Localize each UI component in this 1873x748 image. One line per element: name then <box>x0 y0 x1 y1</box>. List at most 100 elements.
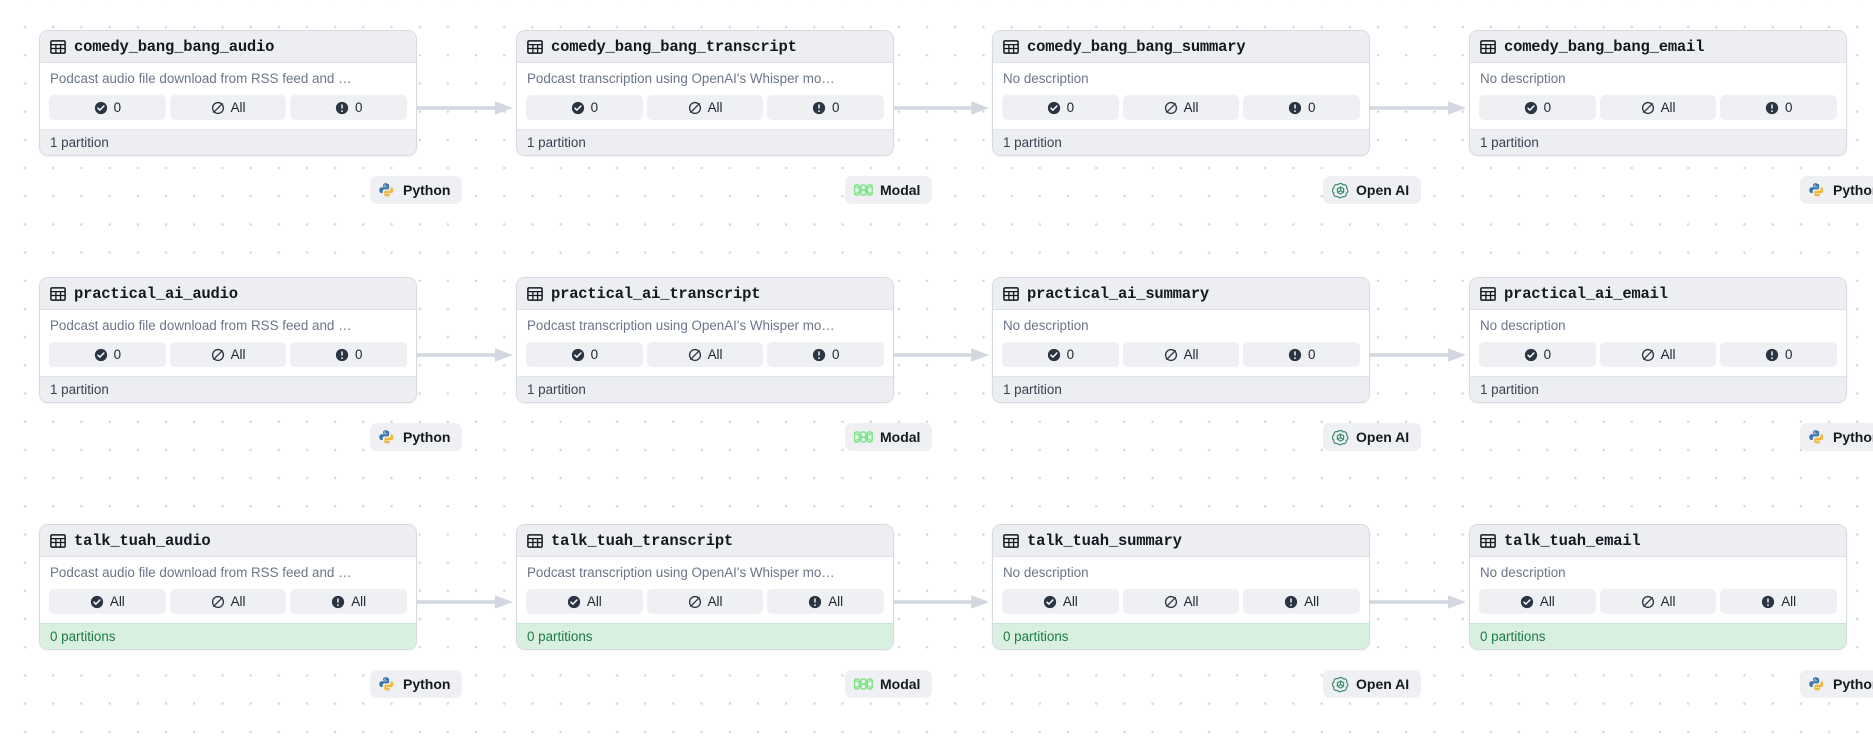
asset-partition-footer[interactable]: 1 partition <box>1470 129 1846 155</box>
compute-kind-badge-modal[interactable]: Modal <box>845 670 933 698</box>
status-pill-exclamation-circle[interactable]: All <box>1720 589 1838 614</box>
compute-kind-badge-openai[interactable]: Open AI <box>1323 176 1422 204</box>
status-pill-check-circle[interactable]: 0 <box>1002 95 1119 120</box>
asset-card-header[interactable]: talk_tuah_email <box>1470 525 1846 557</box>
asset-card-header[interactable]: practical_ai_email <box>1470 278 1846 310</box>
status-pill-slashed-circle[interactable]: All <box>646 342 764 367</box>
asset-card-header[interactable]: talk_tuah_audio <box>40 525 416 557</box>
status-pill-check-circle[interactable]: All <box>526 589 643 614</box>
compute-kind-badge-python[interactable]: Python <box>1800 670 1873 698</box>
asset-card-header[interactable]: comedy_bang_bang_audio <box>40 31 416 63</box>
status-pill-check-circle[interactable]: All <box>1002 589 1119 614</box>
status-pill-check-circle[interactable]: 0 <box>49 95 166 120</box>
asset-card-header[interactable]: practical_ai_transcript <box>517 278 893 310</box>
status-pill-check-circle[interactable]: 0 <box>49 342 166 367</box>
openai-icon <box>1332 182 1349 199</box>
status-pill-label: All <box>230 346 246 362</box>
asset-partition-footer[interactable]: 0 partitions <box>1470 623 1846 649</box>
status-pill-exclamation-circle[interactable]: 0 <box>290 342 408 367</box>
asset-partition-footer[interactable]: 1 partition <box>40 129 416 155</box>
status-pill-slashed-circle[interactable]: All <box>1599 589 1717 614</box>
check-circle-icon <box>1047 348 1061 362</box>
compute-kind-badge-python[interactable]: Python <box>370 670 463 698</box>
compute-kind-badge-modal[interactable]: Modal <box>845 176 933 204</box>
status-pill-check-circle[interactable]: All <box>1479 589 1596 614</box>
asset-partition-footer[interactable]: 1 partition <box>993 376 1369 402</box>
status-pill-check-circle[interactable]: 0 <box>526 95 643 120</box>
status-pill-exclamation-circle[interactable]: 0 <box>1720 95 1838 120</box>
status-pill-label: All <box>707 99 723 115</box>
exclamation-circle-icon <box>1284 595 1298 609</box>
status-pill-slashed-circle[interactable]: All <box>1122 589 1240 614</box>
asset-card-header[interactable]: talk_tuah_transcript <box>517 525 893 557</box>
status-pill-exclamation-circle[interactable]: 0 <box>767 95 885 120</box>
compute-kind-badge-modal[interactable]: Modal <box>845 423 933 451</box>
status-pill-exclamation-circle[interactable]: 0 <box>767 342 885 367</box>
status-pill-label: All <box>230 593 246 609</box>
status-pill-exclamation-circle[interactable]: All <box>767 589 885 614</box>
compute-kind-badge-python[interactable]: Python <box>1800 176 1873 204</box>
asset-card-header[interactable]: practical_ai_audio <box>40 278 416 310</box>
asset-partition-footer[interactable]: 0 partitions <box>517 623 893 649</box>
asset-partition-footer[interactable]: 1 partition <box>40 376 416 402</box>
status-pill-slashed-circle[interactable]: All <box>1599 342 1717 367</box>
compute-kind-badge-python[interactable]: Python <box>370 176 463 204</box>
status-pill-exclamation-circle[interactable]: All <box>290 589 408 614</box>
status-pill-slashed-circle[interactable]: All <box>646 589 764 614</box>
exclamation-circle-icon <box>1765 348 1779 362</box>
status-pill-slashed-circle[interactable]: All <box>169 589 287 614</box>
compute-kind-label: Open AI <box>1356 182 1410 198</box>
status-pill-slashed-circle[interactable]: All <box>1122 342 1240 367</box>
asset-partition-footer[interactable]: 1 partition <box>1470 376 1846 402</box>
asset-card-header[interactable]: comedy_bang_bang_email <box>1470 31 1846 63</box>
compute-kind-badge-python[interactable]: Python <box>1800 423 1873 451</box>
status-pill-slashed-circle[interactable]: All <box>1599 95 1717 120</box>
status-pill-slashed-circle[interactable]: All <box>169 95 287 120</box>
asset-partition-footer[interactable]: 1 partition <box>517 376 893 402</box>
asset-card-header[interactable]: comedy_bang_bang_summary <box>993 31 1369 63</box>
asset-card-header[interactable]: practical_ai_summary <box>993 278 1369 310</box>
status-pill-check-circle[interactable]: 0 <box>1479 95 1596 120</box>
asset-partition-footer[interactable]: 0 partitions <box>40 623 416 649</box>
compute-kind-badge-openai[interactable]: Open AI <box>1323 670 1422 698</box>
status-pill-check-circle[interactable]: 0 <box>526 342 643 367</box>
check-circle-icon <box>571 348 585 362</box>
asset-partition-footer[interactable]: 1 partition <box>993 129 1369 155</box>
status-pill-slashed-circle[interactable]: All <box>1122 95 1240 120</box>
status-pill-check-circle[interactable]: 0 <box>1479 342 1596 367</box>
compute-kind-badge-openai[interactable]: Open AI <box>1323 423 1422 451</box>
status-pill-exclamation-circle[interactable]: 0 <box>290 95 408 120</box>
asset-card-header[interactable]: talk_tuah_summary <box>993 525 1369 557</box>
status-pill-slashed-circle[interactable]: All <box>169 342 287 367</box>
status-pill-check-circle[interactable]: 0 <box>1002 342 1119 367</box>
exclamation-circle-icon <box>808 595 822 609</box>
status-pill-exclamation-circle[interactable]: 0 <box>1243 95 1361 120</box>
status-pill-slashed-circle[interactable]: All <box>646 95 764 120</box>
status-pill-exclamation-circle[interactable]: 0 <box>1720 342 1838 367</box>
status-pill-exclamation-circle[interactable]: 0 <box>1243 342 1361 367</box>
compute-kind-badge-python[interactable]: Python <box>370 423 463 451</box>
asset-card-header[interactable]: comedy_bang_bang_transcript <box>517 31 893 63</box>
status-pill-exclamation-circle[interactable]: All <box>1243 589 1361 614</box>
exclamation-circle-icon <box>331 595 345 609</box>
asset-partition-footer[interactable]: 0 partitions <box>993 623 1369 649</box>
asset-title: practical_ai_audio <box>74 284 238 303</box>
asset-partition-footer[interactable]: 1 partition <box>517 129 893 155</box>
status-pill-label: All <box>1660 593 1676 609</box>
status-pill-check-circle[interactable]: All <box>49 589 166 614</box>
